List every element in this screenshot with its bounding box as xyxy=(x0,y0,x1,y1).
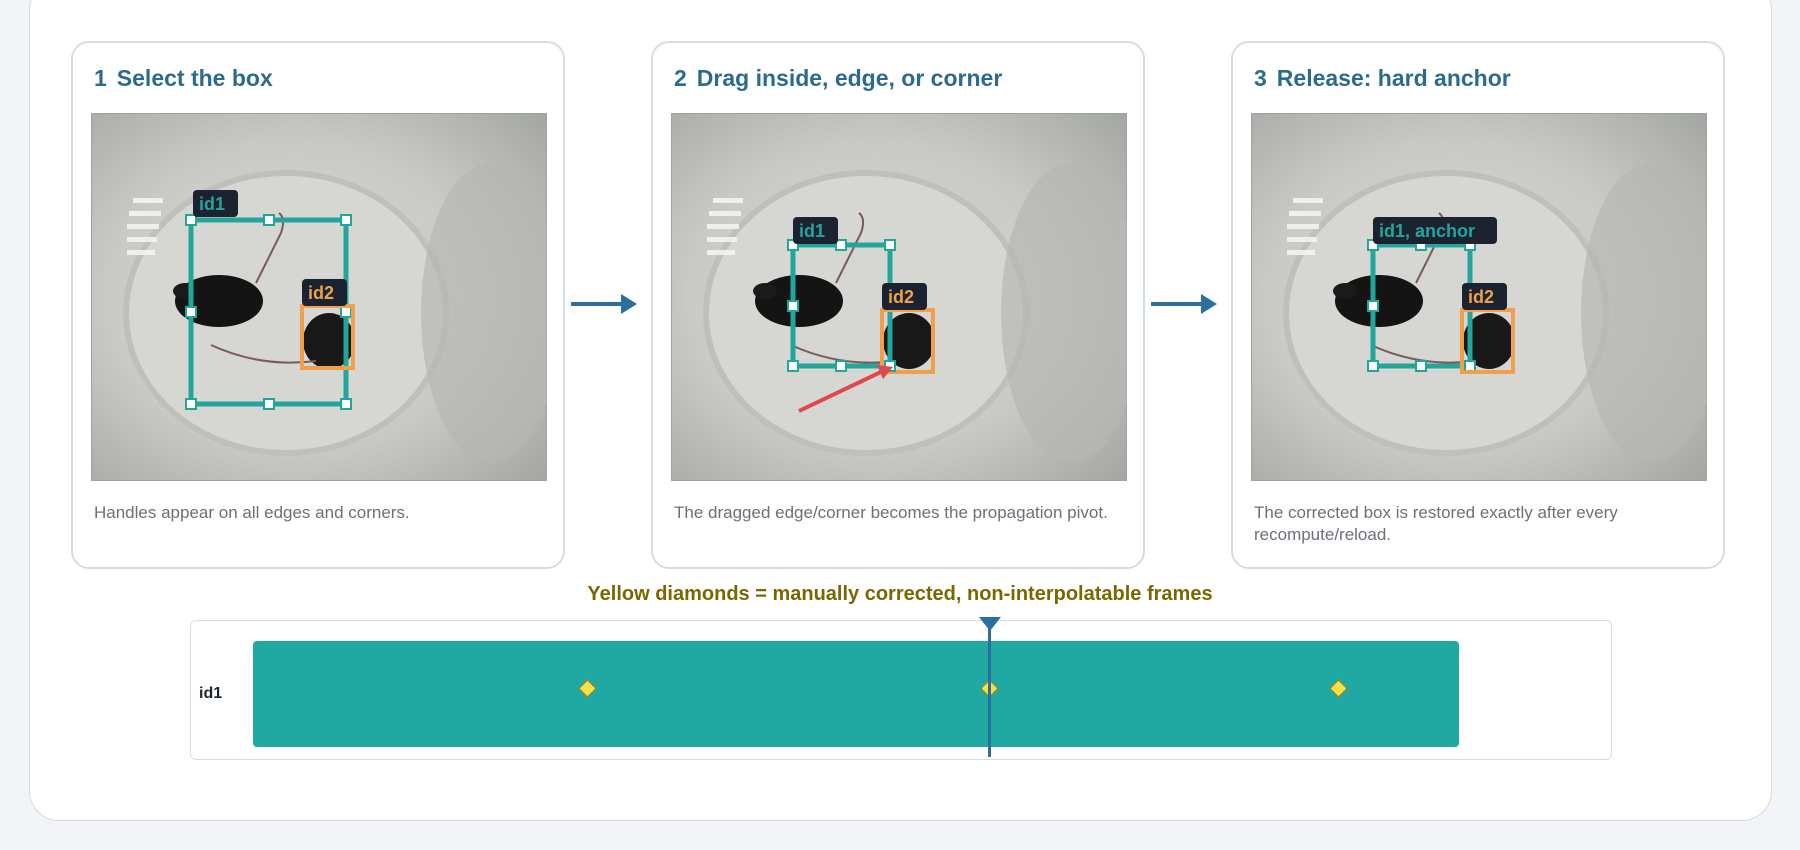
id1-label: id1 xyxy=(199,194,225,214)
step-card-3: 3 Release: hard anchor xyxy=(1231,41,1725,569)
frame-illustration: id1 id2 xyxy=(91,113,547,481)
playhead-handle-icon[interactable] xyxy=(979,617,1001,631)
id2-label: id2 xyxy=(1468,287,1494,307)
step-caption: Handles appear on all edges and corners. xyxy=(94,503,410,522)
resize-handles[interactable] xyxy=(1367,239,1476,372)
id1-label: id1 xyxy=(799,221,825,241)
id1-bounding-box[interactable]: id1 xyxy=(787,217,896,372)
legend-title: Yellow diamonds = manually corrected, no… xyxy=(587,583,1213,605)
step-title-text: Release: hard anchor xyxy=(1276,65,1511,91)
id2-label: id2 xyxy=(888,287,914,307)
keyframe-diamond-icon[interactable] xyxy=(1329,679,1349,698)
flow-arrow-icon xyxy=(571,294,637,314)
id1-bounding-box[interactable]: id1, anchor xyxy=(1367,217,1497,372)
frame-illustration: id1 id2 xyxy=(671,113,1127,481)
track-label: id1 xyxy=(199,685,223,702)
video-frame[interactable]: id1 id2 xyxy=(671,113,1127,481)
id2-bounding-box[interactable]: id2 xyxy=(1460,283,1515,374)
frame-illustration: id1, anchor id2 xyxy=(1251,113,1707,481)
step-card-2: 2 Drag inside, edge, or corner xyxy=(651,41,1145,569)
keyframe-diamond-icon[interactable] xyxy=(578,679,597,698)
flow-arrow-icon xyxy=(1151,294,1217,314)
step-number: 2 xyxy=(674,65,687,91)
step-caption: The corrected box is restored exactly af… xyxy=(1254,503,1618,544)
id2-bounding-box[interactable]: id2 xyxy=(300,279,355,370)
step-title: 2 Drag inside, edge, or corner xyxy=(674,65,1002,92)
step-title-text: Drag inside, edge, or corner xyxy=(696,65,1003,91)
id2-bounding-box[interactable]: id2 xyxy=(880,283,935,374)
track-bar[interactable] xyxy=(253,641,1459,747)
step-number: 1 xyxy=(94,65,107,91)
id1-label: id1, anchor xyxy=(1379,221,1475,241)
video-frame[interactable]: id1 id2 xyxy=(91,113,547,481)
drag-arrow-icon xyxy=(798,365,893,413)
resize-handles[interactable] xyxy=(787,239,896,372)
playhead-line[interactable] xyxy=(988,621,991,757)
step-card-1: 1 Select the box xyxy=(71,41,565,569)
step-number: 3 xyxy=(1254,65,1267,91)
step-title: 3 Release: hard anchor xyxy=(1254,65,1511,92)
mouse-2 xyxy=(210,313,355,369)
step-caption: The dragged edge/corner becomes the prop… xyxy=(674,503,1108,522)
step-title: 1 Select the box xyxy=(94,65,273,92)
video-frame[interactable]: id1, anchor id2 xyxy=(1251,113,1707,481)
id2-label: id2 xyxy=(308,283,334,303)
step-title-text: Select the box xyxy=(116,65,273,91)
timeline-panel: id1 xyxy=(190,617,1612,760)
